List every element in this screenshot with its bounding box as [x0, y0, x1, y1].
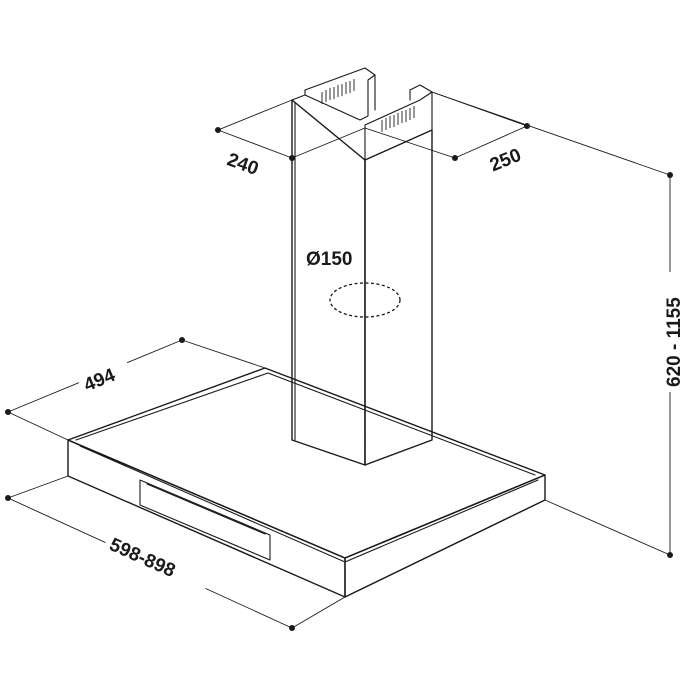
dim-494-dot-a	[5, 409, 11, 415]
label-duct-diameter: Ø150	[306, 249, 352, 270]
canopy-top	[67, 367, 546, 559]
canopy-rim	[79, 445, 539, 563]
vent-slots-left	[321, 79, 355, 104]
dim-line-240	[217, 129, 293, 159]
control-panel	[139, 479, 271, 561]
chimney-top-right-front	[364, 91, 433, 161]
chimney-back-left	[304, 67, 376, 111]
dim-240-dot-b	[289, 155, 295, 161]
label-total-height: 620 - 1155	[664, 297, 685, 387]
control-panel-line	[146, 483, 266, 535]
chimney-left-face	[291, 99, 366, 466]
chimney-right-face	[364, 129, 433, 466]
chimney-top-right	[409, 84, 433, 131]
dim-height-dot-b	[667, 552, 673, 558]
canopy-top-inner	[75, 372, 536, 476]
dim-line-250	[454, 125, 528, 159]
dim-height-dot-a	[667, 172, 673, 178]
vent-slots-right	[381, 106, 415, 132]
duct-outlet-ellipse	[329, 282, 401, 318]
dim-250-dot-a	[452, 155, 458, 161]
dim-width-dot-b	[289, 625, 295, 631]
dim-width-dot-a	[5, 495, 11, 501]
canopy-side-face	[344, 474, 546, 598]
dim-240-dot-a	[215, 127, 221, 133]
dim-494-dot-b	[179, 337, 185, 343]
chimney	[291, 67, 433, 466]
chimney-top-left	[291, 74, 376, 121]
